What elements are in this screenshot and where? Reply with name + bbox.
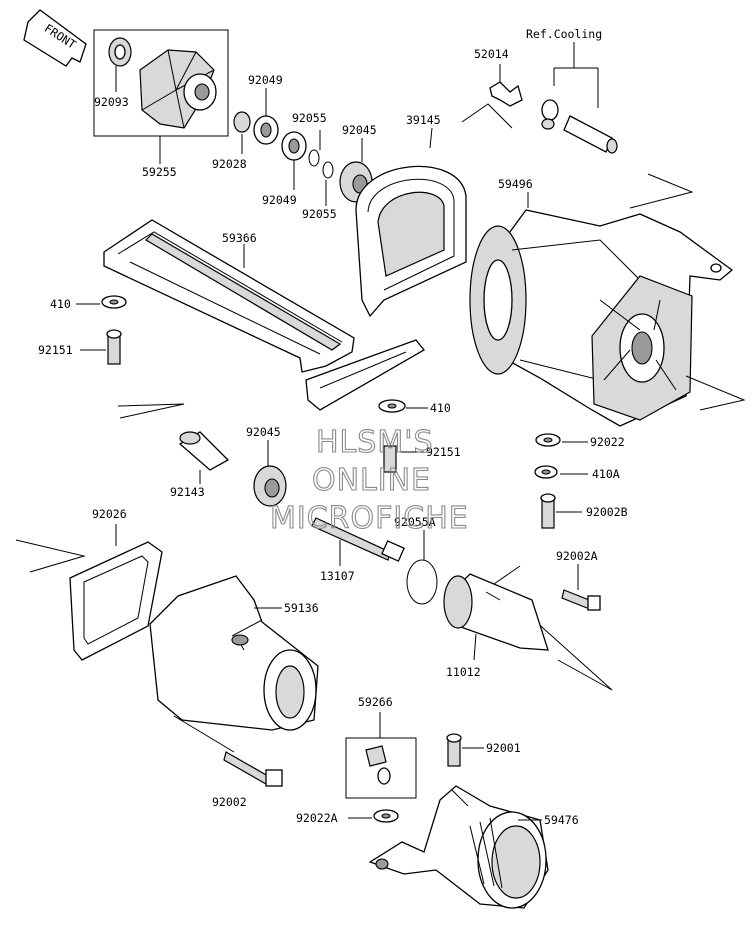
- part-number-92045-lower: 92045: [246, 425, 281, 439]
- watermark-line-1: HLSM'S: [316, 425, 434, 460]
- part-number-92001: 92001: [486, 741, 521, 755]
- part-number-92026: 92026: [92, 507, 127, 521]
- part-number-92049-bottom: 92049: [262, 193, 297, 207]
- gasket-92026: [15, 524, 163, 661]
- part-number-92045-top: 92045: [342, 123, 377, 137]
- washer-bolt-center: [378, 399, 428, 473]
- part-number-59496: 59496: [498, 177, 533, 191]
- impeller-kit-59255: [93, 29, 229, 164]
- ref-cooling-label: Ref.Cooling: [526, 27, 602, 41]
- watermark-line-3: MICROFICHE: [270, 501, 469, 536]
- watermark: HLSM'S ONLINE MICROFICHE: [269, 424, 469, 536]
- watermark-line-2: ONLINE: [312, 463, 431, 498]
- part-number-13107: 13107: [320, 569, 355, 583]
- part-number-92049-top: 92049: [248, 73, 283, 87]
- pump-case-59496: [469, 173, 746, 427]
- bolt-92001: [446, 733, 484, 767]
- part-number-92022: 92022: [590, 435, 625, 449]
- nozzle-11012: [443, 565, 613, 691]
- part-number-59255: 59255: [142, 165, 177, 179]
- part-number-11012: 11012: [446, 665, 481, 679]
- part-number-92055-bottom: 92055: [302, 207, 337, 221]
- part-number-59136: 59136: [284, 601, 319, 615]
- washer-bolt-left: [76, 295, 127, 365]
- part-number-39145: 39145: [406, 113, 441, 127]
- part-number-410-center: 410: [430, 401, 451, 415]
- bearing-92045-lower: [253, 440, 287, 507]
- steering-nozzle-59476: [368, 785, 549, 909]
- bearing-cluster: [233, 88, 373, 206]
- part-number-59266: 59266: [358, 695, 393, 709]
- o-ring-92055A: [406, 530, 438, 605]
- cooling-fitting-group: [461, 42, 618, 154]
- part-number-92002A: 92002A: [556, 549, 598, 563]
- kit-59266: [345, 712, 417, 799]
- shaft-13107: [311, 517, 405, 566]
- cover-39145: [355, 127, 467, 318]
- plate-59366: [103, 219, 425, 411]
- part-number-92002B: 92002B: [586, 505, 628, 519]
- part-number-92055A: 92055A: [394, 515, 436, 529]
- part-number-92055-top: 92055: [292, 111, 327, 125]
- part-number-52014: 52014: [474, 47, 509, 61]
- front-arrow-icon: FRONT: [23, 9, 87, 67]
- part-number-59476: 59476: [544, 813, 579, 827]
- washer-92022A: [348, 809, 399, 823]
- part-number-92002: 92002: [212, 795, 247, 809]
- part-number-92028: 92028: [212, 157, 247, 171]
- part-number-92022A: 92022A: [296, 811, 338, 825]
- sleeve-92143: [117, 403, 230, 484]
- part-number-59366: 59366: [222, 231, 257, 245]
- part-number-92093: 92093: [94, 95, 129, 109]
- part-number-92151-left: 92151: [38, 343, 73, 357]
- fasteners-right: [534, 433, 601, 611]
- part-number-410A: 410A: [592, 467, 620, 481]
- part-number-92143: 92143: [170, 485, 205, 499]
- part-number-92151-center: 92151: [426, 445, 461, 459]
- part-number-410-left: 410: [50, 297, 71, 311]
- body-59136: [149, 575, 319, 787]
